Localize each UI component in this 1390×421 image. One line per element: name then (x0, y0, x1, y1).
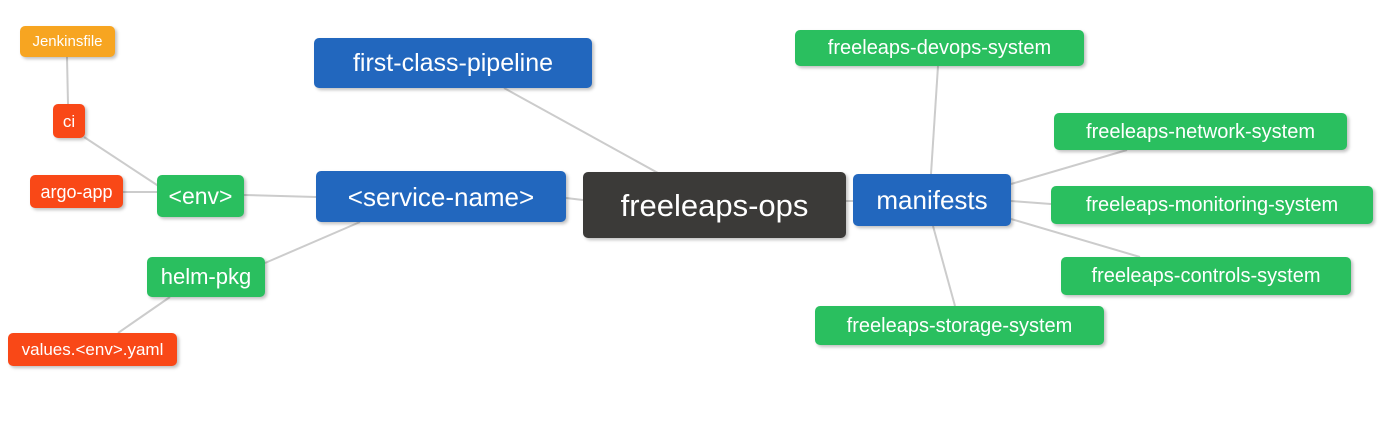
mindmap-node-freeleaps-ops[interactable]: freeleaps-ops (583, 172, 846, 238)
edge-manifests-to-freeleaps-monitoring-system (1010, 200, 1052, 205)
mindmap-node-service-name[interactable]: <service-name> (316, 171, 566, 222)
edge-ci-to-env (83, 136, 161, 188)
edge-manifests-to-freeleaps-controls-system (1010, 218, 1141, 258)
mindmap-node-freeleaps-controls-system[interactable]: freeleaps-controls-system (1061, 257, 1351, 295)
mindmap-node-freeleaps-monitoring-system[interactable]: freeleaps-monitoring-system (1051, 186, 1373, 224)
mindmap-node-freeleaps-network-system[interactable]: freeleaps-network-system (1054, 113, 1347, 150)
mindmap-node-jenkinsfile[interactable]: Jenkinsfile (20, 26, 115, 57)
edge-helm-pkg-to-values-env-yaml (117, 296, 171, 334)
mindmap-node-values-env-yaml[interactable]: values.<env>.yaml (8, 333, 177, 366)
mindmap-node-freeleaps-storage-system[interactable]: freeleaps-storage-system (815, 306, 1104, 345)
mindmap-node-first-class-pipeline[interactable]: first-class-pipeline (314, 38, 592, 88)
edge-first-class-pipeline-to-freeleaps-ops (503, 87, 659, 174)
mindmap-node-manifests[interactable]: manifests (853, 174, 1011, 226)
mindmap-node-freeleaps-devops-system[interactable]: freeleaps-devops-system (795, 30, 1084, 66)
mindmap-node-ci[interactable]: ci (53, 104, 85, 138)
edge-manifests-to-freeleaps-devops-system (930, 65, 939, 175)
edge-jenkinsfile-to-ci (66, 56, 69, 105)
mindmap-node-argo-app[interactable]: argo-app (30, 175, 123, 208)
mindmap-node-helm-pkg[interactable]: helm-pkg (147, 257, 265, 297)
edge-manifests-to-freeleaps-storage-system (932, 225, 956, 307)
edge-service-name-to-helm-pkg (264, 221, 361, 264)
edge-env-to-service-name (243, 194, 317, 198)
edge-manifests-to-freeleaps-network-system (1010, 149, 1128, 185)
edge-service-name-to-freeleaps-ops (565, 197, 584, 201)
mindmap-node-env[interactable]: <env> (157, 175, 244, 217)
